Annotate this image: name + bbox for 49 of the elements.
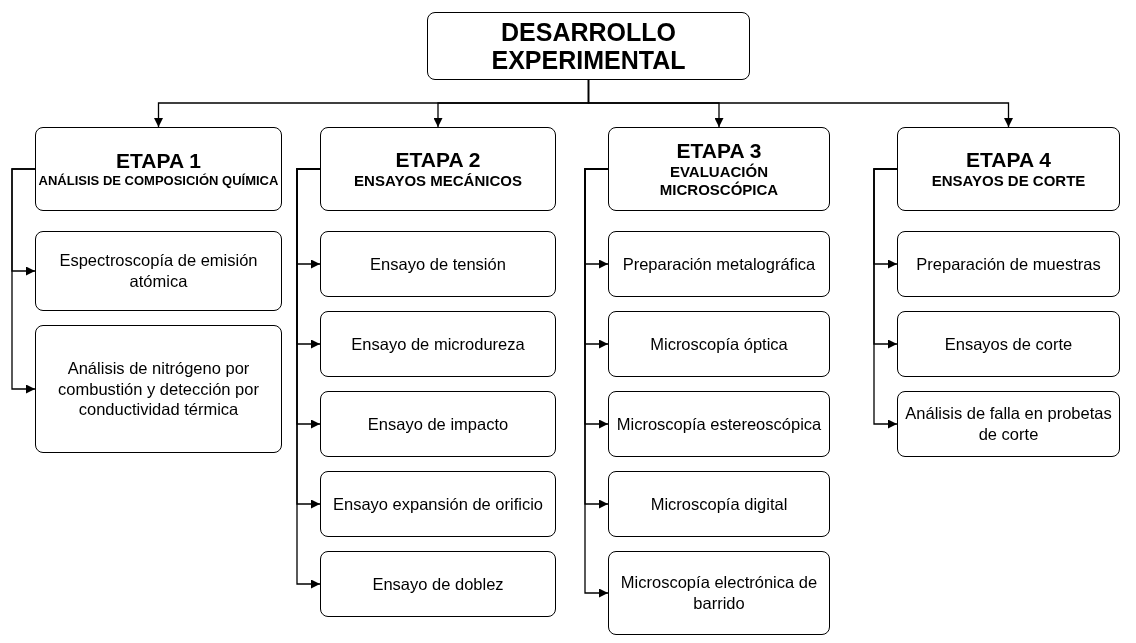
step-text: Ensayo de tensión xyxy=(369,253,507,275)
title-box xyxy=(427,12,750,80)
title-text: DESARROLLO EXPERIMENTAL xyxy=(490,18,687,74)
process-box xyxy=(897,311,1120,377)
process-box xyxy=(320,551,556,617)
stage-subtitle: ENSAYOS DE CORTE xyxy=(931,172,1086,191)
stage-header-box xyxy=(608,127,830,211)
arrow xyxy=(296,168,321,589)
process-box xyxy=(320,471,556,537)
process-box xyxy=(35,231,282,311)
step-text: Microscopía electrónica de barrido xyxy=(619,572,819,614)
stage-header-box xyxy=(897,127,1120,211)
process-box xyxy=(608,231,830,297)
step-text: Espectroscopía de emisión atómica xyxy=(58,250,259,292)
process-box xyxy=(320,231,556,297)
step-text: Ensayo expansión de orificio xyxy=(331,493,544,515)
step-text: Análisis de nitrógeno por combustión y detección por conductividad térmica xyxy=(57,358,260,420)
step-text: Microscopía estereoscópica xyxy=(615,413,823,435)
step-text: Análisis de falla en probetas de corte xyxy=(904,403,1113,445)
stage-title: ETAPA 3 xyxy=(676,138,762,163)
stage-title: ETAPA 2 xyxy=(395,147,481,173)
stage-title: ETAPA 1 xyxy=(116,149,201,173)
process-box xyxy=(320,311,556,377)
process-box xyxy=(897,391,1120,457)
process-box xyxy=(897,231,1120,297)
step-text: Ensayos de corte xyxy=(943,333,1074,355)
arrow xyxy=(873,168,898,429)
step-text: Preparación de muestras xyxy=(915,253,1102,275)
stage-header-box xyxy=(320,127,556,211)
stage-subtitle: ANÁLISIS DE COMPOSICIÓN QUÍMICA xyxy=(38,173,279,189)
step-text: Preparación metalográfica xyxy=(621,253,817,275)
step-text: Microscopía digital xyxy=(649,493,789,515)
process-box xyxy=(608,471,830,537)
process-box xyxy=(608,391,830,457)
arrow xyxy=(11,168,36,394)
arrow xyxy=(584,168,609,598)
step-text: Ensayo de doblez xyxy=(371,573,505,595)
step-text: Microscopía óptica xyxy=(649,333,789,355)
process-box xyxy=(608,311,830,377)
arrow xyxy=(587,79,1013,128)
stage-subtitle: ENSAYOS MECÁNICOS xyxy=(354,172,522,191)
process-box xyxy=(320,391,556,457)
stage-header-box xyxy=(35,127,282,211)
stage-title: ETAPA 4 xyxy=(966,147,1051,173)
step-text: Ensayo de microdureza xyxy=(350,333,526,355)
stage-subtitle: EVALUACIÓN MICROSCÓPICA xyxy=(658,163,780,200)
process-box xyxy=(35,325,282,453)
step-text: Ensayo de impacto xyxy=(366,413,510,435)
process-box xyxy=(608,551,830,635)
